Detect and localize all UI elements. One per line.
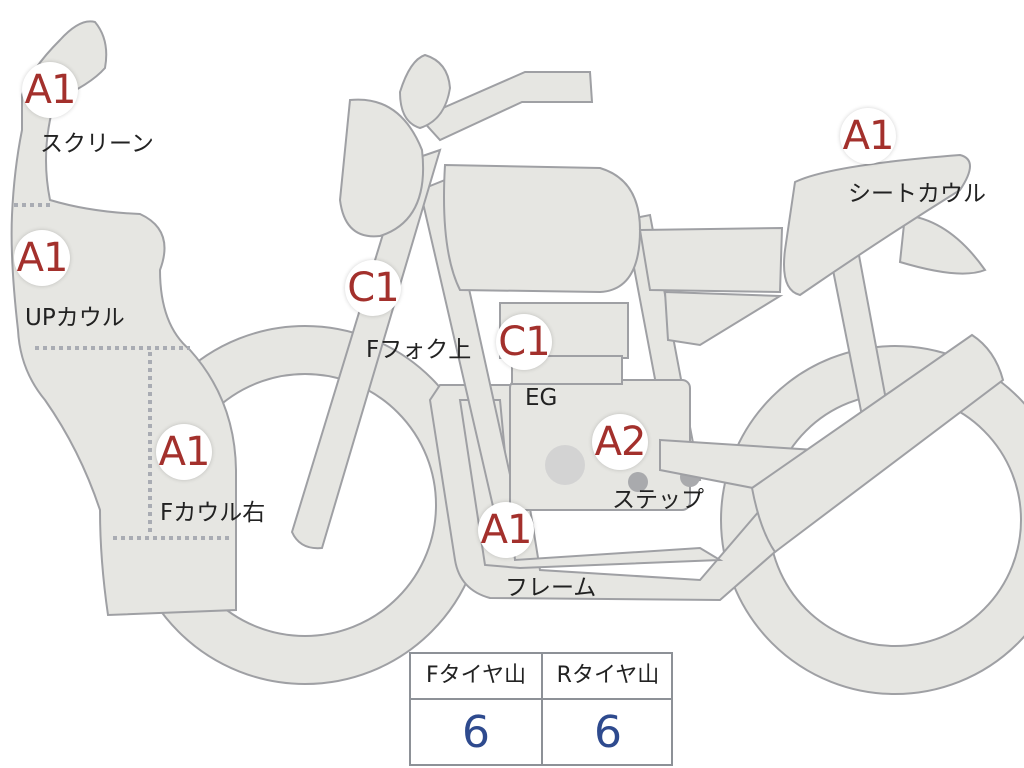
grade-badge-f-cowl-right: A1 (156, 424, 212, 480)
label-engine: EG (525, 385, 558, 411)
grade-badge-step: A2 (592, 414, 648, 470)
label-frame: フレーム (505, 575, 597, 601)
rear-wheel (721, 346, 1024, 694)
grade-badge-up-cowl: A1 (14, 230, 70, 286)
grade-badge-screen: A1 (22, 62, 78, 118)
label-step: ステップ (612, 487, 704, 513)
label-screen: スクリーン (40, 131, 154, 157)
label-f-cowl-right: Fカウル右 (160, 500, 266, 526)
headlight (338, 98, 424, 238)
rear-tire-tread-header: Rタイヤ山 (556, 663, 660, 688)
seat (638, 226, 784, 294)
table-column-divider (541, 654, 543, 766)
rear-shock (750, 333, 1005, 554)
handlebar (418, 71, 594, 142)
rear-tire-tread-value: 6 (594, 707, 622, 758)
tail-light (898, 213, 987, 275)
tire-tread-table: Fタイヤ山 Rタイヤ山 6 6 (409, 652, 673, 766)
front-tire-tread-value: 6 (462, 707, 490, 758)
grade-badge-engine: C1 (496, 314, 552, 370)
front-tire-tread-header: Fタイヤ山 (426, 663, 526, 688)
grade-badge-seat-cowl: A1 (840, 108, 896, 164)
step-peg (628, 472, 648, 492)
seat-cowl-shape (783, 153, 971, 297)
grade-badge-frame: A1 (478, 502, 534, 558)
label-seat-cowl: シートカウル (848, 181, 986, 207)
fuel-tank (443, 163, 642, 294)
label-f-fork-upper: Fフォク上 (366, 337, 472, 363)
front-fork (290, 148, 442, 550)
engine-cover (545, 445, 585, 485)
mirror (398, 53, 452, 130)
side-cover (663, 290, 784, 347)
grade-badge-f-fork-upper: C1 (345, 260, 401, 316)
label-up-cowl: UPカウル (25, 305, 125, 331)
